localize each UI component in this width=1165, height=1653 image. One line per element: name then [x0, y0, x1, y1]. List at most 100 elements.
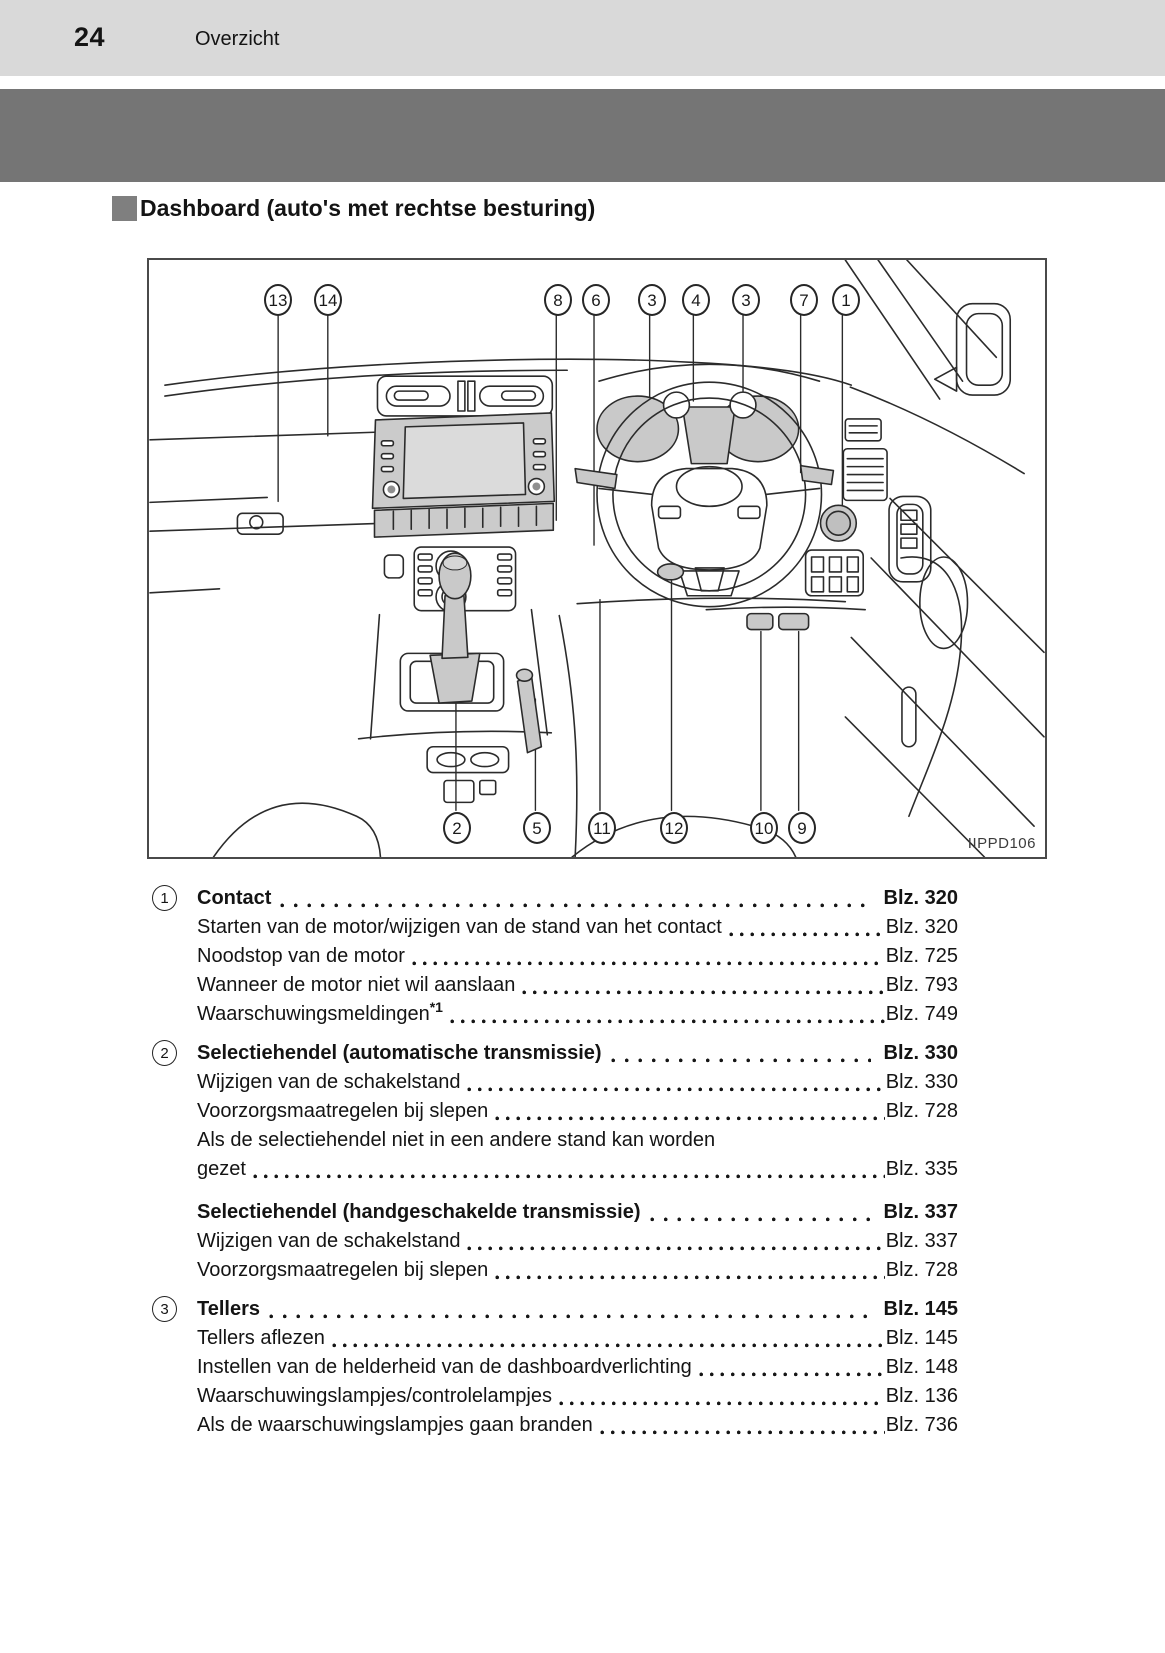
page-header-band: 24 Overzicht: [0, 0, 1165, 76]
dot-leader: [449, 1019, 885, 1024]
toc-row: Voorzorgsmaatregelen bij slepen Blz. 728: [152, 1256, 958, 1285]
dot-leader: [467, 1087, 885, 1092]
callout-7: 7: [790, 284, 818, 316]
callout-1: 1: [832, 284, 860, 316]
toc-item-label: Instellen van de helderheid van de dashb…: [197, 1356, 692, 1378]
toc-number-cell: 1: [152, 885, 197, 913]
toc-row: Wijzigen van de schakelstand Blz. 337: [152, 1227, 958, 1256]
toc-item-page: Blz. 145: [883, 1298, 958, 1320]
toc-item-page: Blz. 725: [885, 945, 958, 967]
toc-row: Starten van de motor/wijzigen van de sta…: [152, 913, 958, 942]
toc-item-label: Selectiehendel (handgeschakelde transmis…: [197, 1201, 641, 1223]
toc-row: Als de waarschuwingslampjes gaan branden…: [152, 1411, 958, 1440]
toc-row: Waarschuwingsmeldingen*1 Blz. 749: [152, 1000, 958, 1029]
dot-leader: [331, 1343, 885, 1348]
callout-leader-lines: [277, 312, 844, 812]
toc-item-page: Blz. 728: [885, 1100, 958, 1122]
callout-14: 14: [314, 284, 342, 316]
toc-item-page: Blz. 793: [885, 974, 958, 996]
dashboard-top-lines: [149, 358, 853, 594]
callout-11: 11: [588, 812, 616, 844]
gear-shifter: [357, 552, 553, 804]
center-stack: [371, 375, 556, 538]
callout-8: 8: [544, 284, 572, 316]
toc-row: Wanneer de motor niet wil aanslaan Blz. 7…: [152, 971, 958, 1000]
toc-item-label: Voorzorgsmaatregelen bij slepen: [197, 1259, 489, 1281]
toc-item-label: Wijzigen van de schakelstand: [197, 1071, 461, 1093]
toc-item-label: Waarschuwingslampjes/controlelampjes: [197, 1385, 552, 1407]
toc-item-page: Blz. 749: [885, 1003, 958, 1025]
toc-number-cell: 3: [152, 1296, 197, 1324]
toc-item-page: Blz. 330: [883, 1042, 958, 1064]
dot-leader: [495, 1275, 885, 1280]
dot-leader: [269, 1314, 871, 1319]
toc-item-page: Blz. 335: [885, 1158, 958, 1180]
toc-item-label: Noodstop van de motor: [197, 945, 405, 967]
toc-item-page: Blz. 145: [885, 1327, 958, 1349]
door-and-pillar: [844, 260, 1045, 857]
toc-item-number: 2: [152, 1040, 177, 1066]
section-heading: Dashboard (auto's met rechtse besturing): [112, 194, 595, 223]
toc-item-label: Wijzigen van de schakelstand: [197, 1230, 461, 1252]
driver-side-switches: [576, 418, 888, 631]
callout-13: 13: [264, 284, 292, 316]
callout-6: 6: [582, 284, 610, 316]
toc-number-cell: 2: [152, 1040, 197, 1068]
steering-wheel: [574, 381, 835, 608]
callout-5: 5: [523, 812, 551, 844]
page-number: 24: [74, 22, 106, 52]
toc-item-label: Tellers: [197, 1298, 260, 1320]
toc-item-page: Blz. 337: [885, 1230, 958, 1252]
toc-row: Tellers aflezen Blz. 145: [152, 1324, 958, 1353]
toc-item-label: Starten van de motor/wijzigen van de sta…: [197, 916, 722, 938]
dot-leader: [522, 990, 885, 995]
toc-item-number: 1: [152, 885, 177, 911]
dot-leader: [467, 1246, 885, 1251]
dot-leader: [252, 1174, 885, 1179]
toc-row: Waarschuwingslampjes/controlelampjes Blz.…: [152, 1382, 958, 1411]
section-title: Dashboard (auto's met rechtse besturing): [140, 195, 596, 221]
toc-item-label: Als de waarschuwingslampjes gaan branden: [197, 1414, 593, 1436]
toc-row: Noodstop van de motor Blz. 725: [152, 942, 958, 971]
toc-row: Selectiehendel (handgeschakelde transmis…: [152, 1198, 958, 1227]
toc-item-page: Blz. 136: [885, 1385, 958, 1407]
callout-3: 3: [732, 284, 760, 316]
toc-item-number: 3: [152, 1296, 177, 1322]
toc-item-page: Blz. 728: [885, 1259, 958, 1281]
toc-item-label: Contact: [197, 887, 272, 909]
dot-leader: [558, 1401, 885, 1406]
callout-12: 12: [660, 812, 688, 844]
dot-leader: [495, 1116, 885, 1121]
callout-2: 2: [443, 812, 471, 844]
seat-outlines: [212, 614, 797, 857]
dot-leader: [728, 932, 885, 937]
glovebox-latch: [236, 512, 284, 535]
toc-item-label: Tellers aflezen: [197, 1327, 325, 1349]
figure-code: IIPPD106: [967, 835, 1036, 852]
toc-row: Instellen van de helderheid van de dashb…: [152, 1353, 958, 1382]
chapter-title: Overzicht: [195, 28, 280, 50]
toc-item-page: Blz. 320: [885, 916, 958, 938]
toc-row: Voorzorgsmaatregelen bij slepen Blz. 728: [152, 1097, 958, 1126]
toc-row: 3 Tellers Blz. 145: [152, 1295, 958, 1324]
toc-item-label: Waarschuwingsmeldingen*1: [197, 999, 443, 1025]
toc-row: Wijzigen van de schakelstand Blz. 330: [152, 1068, 958, 1097]
toc-item-label: Wanneer de motor niet wil aanslaan: [197, 974, 516, 996]
toc-item-label: gezet: [197, 1158, 246, 1180]
callout-10: 10: [750, 812, 778, 844]
footnote-marker: *1: [429, 999, 443, 1015]
toc-item-page: Blz. 337: [883, 1201, 958, 1223]
toc-item-label: Voorzorgsmaatregelen bij slepen: [197, 1100, 489, 1122]
dot-leader: [649, 1217, 871, 1222]
dot-leader: [599, 1430, 885, 1435]
toc-item-label: Als de selectiehendel niet in een andere…: [197, 1129, 716, 1151]
callout-3: 3: [638, 284, 666, 316]
toc-item-page: Blz. 148: [885, 1356, 958, 1378]
toc-item-page: Blz. 330: [885, 1071, 958, 1093]
callout-9: 9: [788, 812, 816, 844]
